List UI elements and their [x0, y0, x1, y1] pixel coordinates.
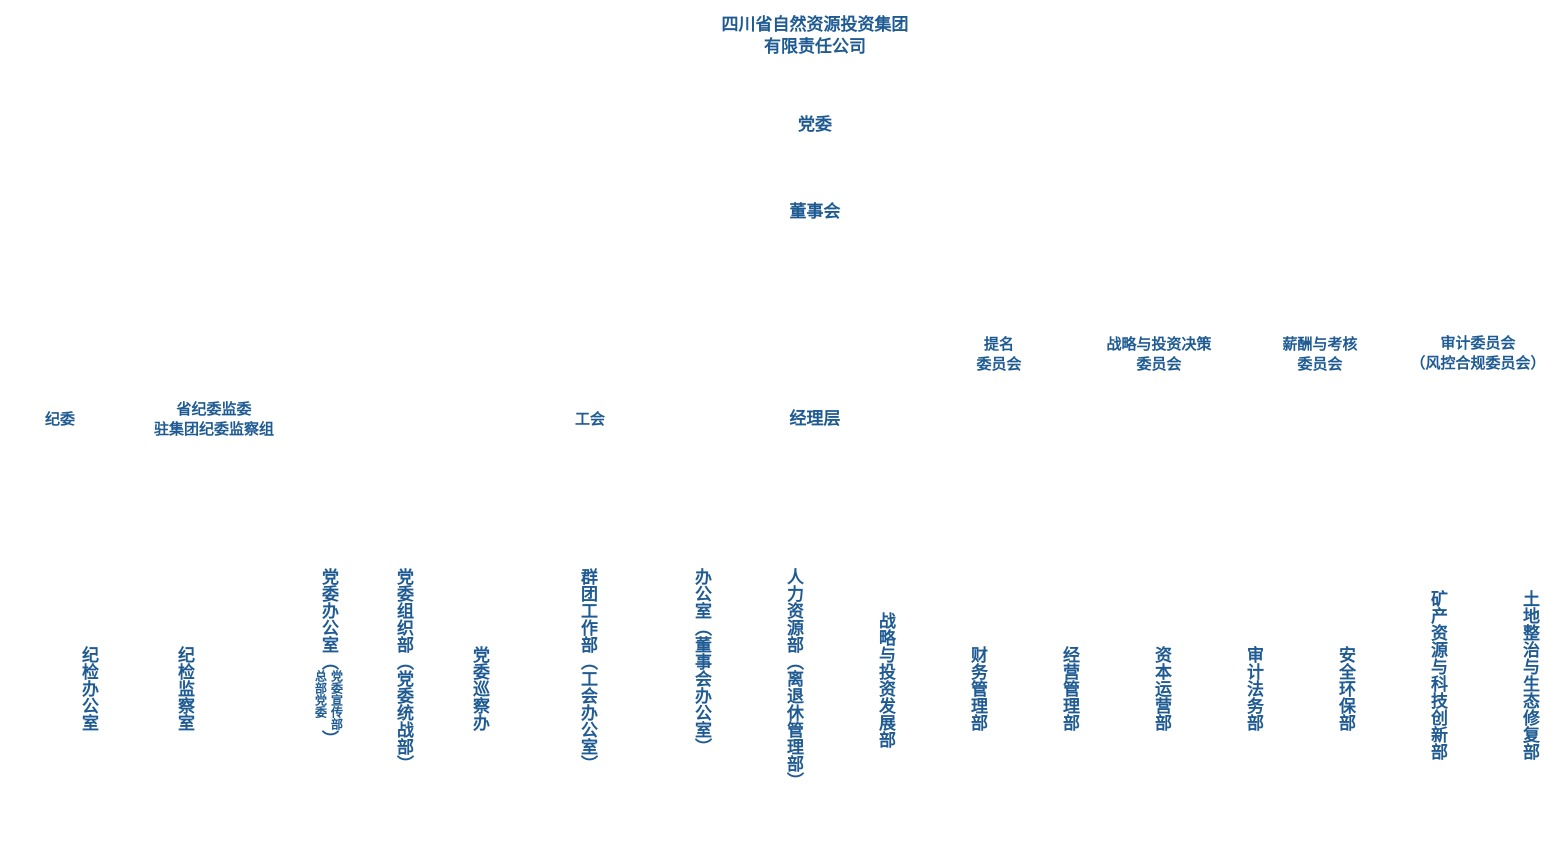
dept-strategy: 战略与投资发展部: [875, 612, 895, 748]
dept-party-office: 党委办公室 （ 党委宣传部 总部党委 ）: [312, 568, 344, 747]
provincial-supervision-line2: 驻集团纪委监察组: [153, 420, 274, 438]
dept-party-office-paren-open: （: [318, 653, 338, 670]
committee-audit-line1: 审计委员会: [1440, 334, 1516, 352]
dept-group-work: 群团工作部（工会办公室）: [577, 568, 597, 772]
committee-audit: 审计委员会 （风控合规委员会）: [1398, 333, 1558, 373]
company-name: 四川省自然资源投资集团 有限责任公司: [700, 14, 930, 58]
dept-jijian-supervision: 纪检监察室: [174, 646, 194, 731]
dept-jijian-office: 纪检办公室: [78, 646, 98, 731]
committee-strategy: 战略与投资决策 委员会: [1089, 334, 1229, 374]
committee-compensation-line2: 委员会: [1297, 355, 1343, 373]
dept-land: 土地整治与生态修复部: [1519, 590, 1539, 760]
party-committee-node: 党委: [798, 115, 832, 135]
committee-audit-line2: （风控合规委员会）: [1410, 354, 1546, 372]
dept-party-inspection: 党委巡察办: [469, 646, 489, 731]
provincial-supervision-node: 省纪委监委 驻集团纪委监察组: [134, 399, 294, 439]
dept-audit-legal: 审计法务部: [1243, 646, 1263, 731]
committee-nomination: 提名 委员会: [939, 334, 1059, 374]
committee-compensation-line1: 薪酬与考核: [1282, 335, 1358, 353]
dept-mineral: 矿产资源与科技创新部: [1427, 590, 1447, 760]
dept-operations: 经营管理部: [1059, 646, 1079, 731]
dept-capital: 资本运营部: [1151, 646, 1171, 731]
committee-strategy-line2: 委员会: [1136, 355, 1182, 373]
dept-party-office-sub-col1: 党委宣传部: [329, 670, 344, 730]
committee-nomination-line2: 委员会: [976, 355, 1022, 373]
union-node: 工会: [574, 410, 605, 428]
company-name-line2: 有限责任公司: [764, 37, 866, 57]
management-node: 经理层: [789, 409, 841, 429]
dept-party-office-sub: 党委宣传部 总部党委: [313, 670, 344, 730]
dept-party-office-sub-col2: 总部党委: [313, 670, 328, 718]
dept-safety: 安全环保部: [1335, 646, 1355, 731]
committee-strategy-line1: 战略与投资决策: [1106, 335, 1212, 353]
dept-party-office-main: 党委办公室: [318, 568, 338, 653]
dept-party-office-paren-close: ）: [318, 730, 338, 747]
dept-finance: 财务管理部: [967, 646, 987, 731]
company-name-line1: 四川省自然资源投资集团: [721, 15, 909, 35]
provincial-supervision-line1: 省纪委监委: [176, 400, 252, 418]
dept-party-org: 党委组织部（党委统战部）: [393, 568, 413, 772]
committee-nomination-line1: 提名: [983, 335, 1014, 353]
discipline-committee-node: 纪委: [44, 410, 75, 428]
committee-compensation: 薪酬与考核 委员会: [1260, 334, 1380, 374]
dept-hr: 人力资源部（离退休管理部）: [783, 568, 803, 789]
dept-office: 办公室（董事会办公室）: [691, 568, 711, 755]
board-node: 董事会: [789, 202, 841, 222]
